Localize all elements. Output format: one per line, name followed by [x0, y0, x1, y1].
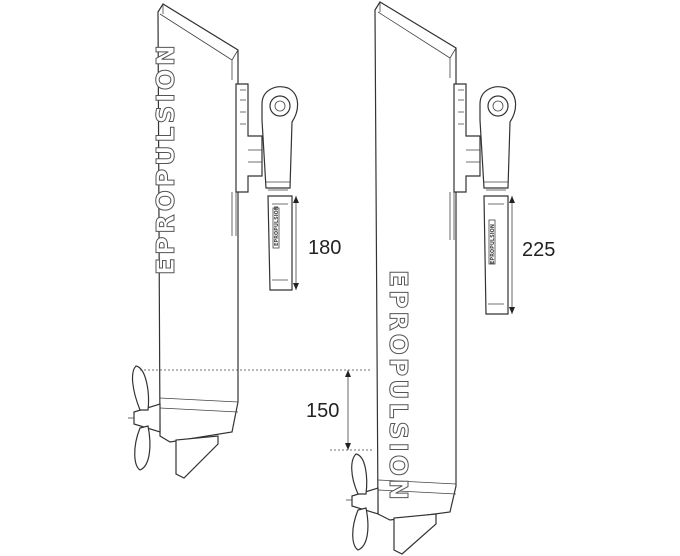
left-handle-brand: EPROPULSION: [274, 206, 280, 246]
dim-right-label: 225: [522, 239, 555, 261]
dim-shaft-offset: 150: [140, 369, 372, 451]
left-skeg: [175, 435, 219, 479]
left-prop-blade-top: [131, 365, 150, 411]
left-prop-hub: [133, 403, 161, 433]
dim-offset-label: 150: [306, 400, 339, 422]
right-mount-bracket: [453, 83, 481, 193]
left-mount-bracket: [235, 83, 263, 193]
dim-left-label: 180: [308, 237, 341, 259]
left-outboard: EPROPULSION EPROPULSION: [128, 3, 299, 479]
left-handle-grip: [267, 195, 293, 291]
right-shaft: [374, 1, 457, 521]
right-outboard: EPROPULSION EPROPULSION: [346, 1, 517, 555]
right-brand-text: EPROPULSION: [384, 270, 413, 503]
right-skeg: [393, 513, 437, 555]
right-prop-blade-top: [351, 453, 368, 495]
left-tiller-pivot: [269, 95, 291, 117]
right-prop-blade-bottom: [352, 507, 369, 551]
dim-right-handle: 225: [509, 196, 555, 314]
left-shaft: [157, 3, 239, 443]
dim-left-handle: 180: [293, 196, 341, 290]
right-handle-grip: [483, 195, 509, 315]
left-brand-text: EPROPULSION: [151, 42, 180, 275]
right-handle-brand: EPROPULSION: [490, 224, 496, 264]
left-prop-blade-bottom: [134, 425, 151, 471]
right-tiller-pivot: [487, 95, 509, 117]
